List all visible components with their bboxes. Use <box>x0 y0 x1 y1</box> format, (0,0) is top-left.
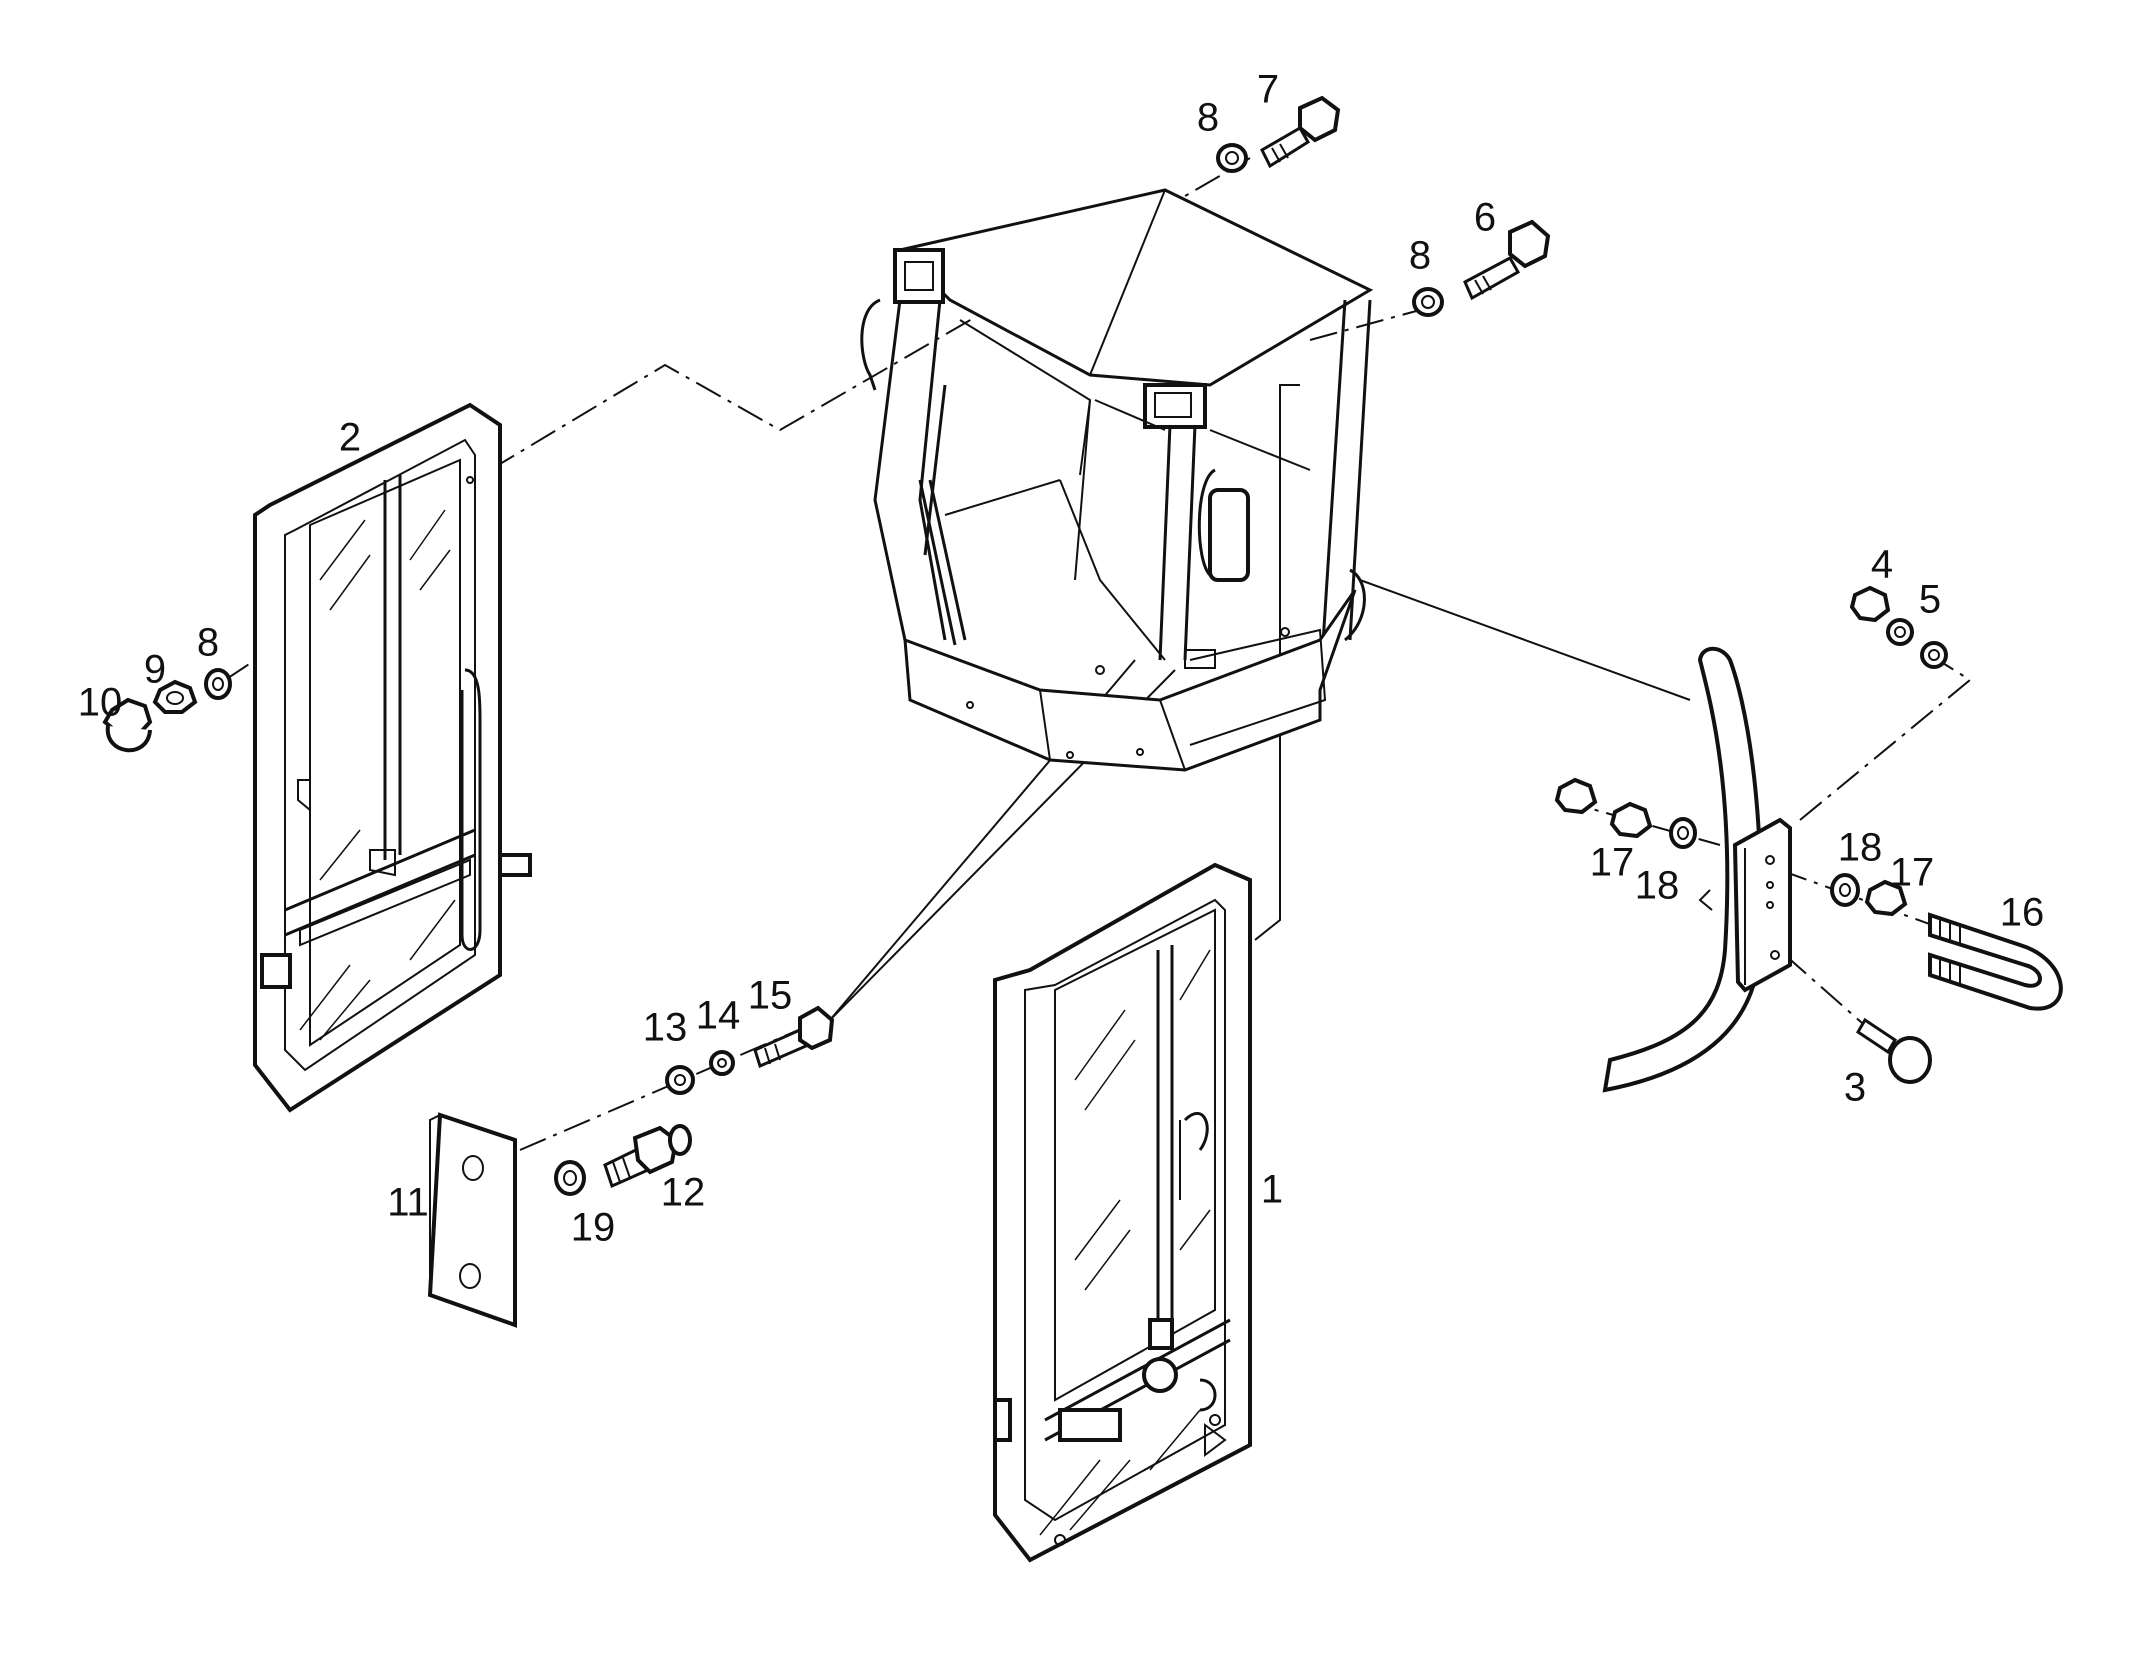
washer-19 <box>554 1160 586 1196</box>
washer-14 <box>709 1050 735 1076</box>
label-part-14: 14 <box>696 994 741 1038</box>
bolt-15-head <box>798 1005 835 1051</box>
bolt-7-shank <box>1260 125 1311 169</box>
nut-4 <box>1849 585 1891 623</box>
door-2 <box>253 402 532 1113</box>
plate-11 <box>427 1112 517 1328</box>
door-1-outer-frame <box>993 862 1252 1563</box>
leader-guard-cab <box>1359 579 1691 701</box>
label-part-6: 6 <box>1474 196 1496 240</box>
hardware-plate <box>427 1112 692 1328</box>
label-part-11: 11 <box>387 1181 429 1225</box>
door-1-lock <box>1142 1357 1178 1393</box>
label-part-5: 5 <box>1919 578 1941 622</box>
leader-door1-cab <box>1254 384 1300 941</box>
hardware-right <box>1554 585 2063 1084</box>
washer-5 <box>1920 641 1948 669</box>
label-part-10: 10 <box>78 681 123 725</box>
part-labels: 1 2 3 4 5 6 7 8 8 8 9 10 11 12 13 14 15 … <box>78 68 2045 1250</box>
centerline-bolt6 <box>1309 309 1421 341</box>
cab-mirror <box>1208 488 1250 582</box>
label-part-18-right: 18 <box>1838 826 1883 870</box>
label-part-8-top: 8 <box>1197 96 1219 140</box>
label-part-17-right: 17 <box>1890 851 1935 895</box>
plate-11-hole-bottom <box>459 1263 481 1289</box>
hardware-center <box>665 1005 835 1095</box>
cab-post-right <box>1318 299 1347 691</box>
door-2-inner-frame <box>284 438 476 1072</box>
bolt-6-shank <box>1463 255 1521 301</box>
door-1-latch <box>1058 1408 1122 1442</box>
door-1-inner-frame <box>1024 898 1226 1522</box>
washer-8-left <box>204 668 232 700</box>
label-part-17-left: 17 <box>1590 841 1635 885</box>
door-2-handle <box>460 668 482 951</box>
washer-8-right <box>1412 287 1444 317</box>
label-part-4: 4 <box>1871 543 1893 587</box>
label-part-19: 19 <box>571 1206 616 1250</box>
nut-9 <box>152 679 198 714</box>
cab-post-front <box>1158 424 1172 661</box>
washer-18-right <box>1830 873 1860 907</box>
label-part-8-right: 8 <box>1409 234 1431 278</box>
label-part-15: 15 <box>748 974 793 1018</box>
nut-17-right <box>1864 879 1908 917</box>
bolt-3-head <box>1888 1036 1932 1084</box>
hardware-top <box>1216 95 1551 317</box>
cab-wiper-arm <box>923 384 947 556</box>
bolt-6-head <box>1508 219 1551 269</box>
label-part-3: 3 <box>1844 1066 1866 1110</box>
door-1-rail <box>1044 1318 1231 1422</box>
label-part-18-left: 18 <box>1635 864 1680 908</box>
cab-corner-block-left <box>893 248 945 304</box>
cab-wiper-blade <box>928 479 967 641</box>
cab-handrail-right <box>1344 568 1366 642</box>
acorn-nut-10 <box>102 697 153 738</box>
door-1 <box>993 862 1252 1563</box>
label-part-13: 13 <box>643 1006 688 1050</box>
washer-4-5 <box>1886 618 1914 646</box>
label-part-8-left: 8 <box>197 621 219 665</box>
cab-handrail-front <box>1197 468 1216 577</box>
centerline-bolt3 <box>1784 954 1871 1031</box>
nut-17-left <box>1609 801 1653 839</box>
centerline-4-5 <box>1799 654 1972 821</box>
bolt-3-shank <box>1855 1017 1898 1055</box>
bolt-7-head <box>1298 95 1341 143</box>
guard-assembly <box>1602 646 1792 1093</box>
label-part-16: 16 <box>2000 891 2045 935</box>
door-2-rail <box>284 828 476 912</box>
cab-post-left <box>873 299 907 641</box>
washer-13 <box>665 1065 695 1095</box>
washer-8-top <box>1216 143 1248 173</box>
label-part-1: 1 <box>1261 1168 1283 1212</box>
stud-12-hex <box>632 1125 679 1175</box>
nut-17-outer <box>1554 777 1598 815</box>
door-2-glass <box>309 458 461 1047</box>
hardware-left <box>102 668 232 753</box>
door-2-latch <box>498 853 532 877</box>
guard-bracket <box>1732 817 1792 993</box>
u-bolt-16 <box>1928 912 2063 1011</box>
plate-11-hole-top <box>462 1155 484 1181</box>
label-part-9: 9 <box>144 648 166 692</box>
cab-handrail-left <box>860 298 881 391</box>
door-1-glass <box>1054 908 1216 1402</box>
label-part-2: 2 <box>339 416 361 460</box>
cab-roof <box>897 188 1374 387</box>
label-part-12: 12 <box>661 1171 706 1215</box>
guard-tube <box>1602 646 1763 1093</box>
label-part-7: 7 <box>1257 68 1279 112</box>
door-2-outer-frame <box>253 402 502 1113</box>
door-1-handle <box>1183 1112 1209 1151</box>
cab-frame <box>860 188 1374 772</box>
washer-18-left <box>1669 817 1697 849</box>
